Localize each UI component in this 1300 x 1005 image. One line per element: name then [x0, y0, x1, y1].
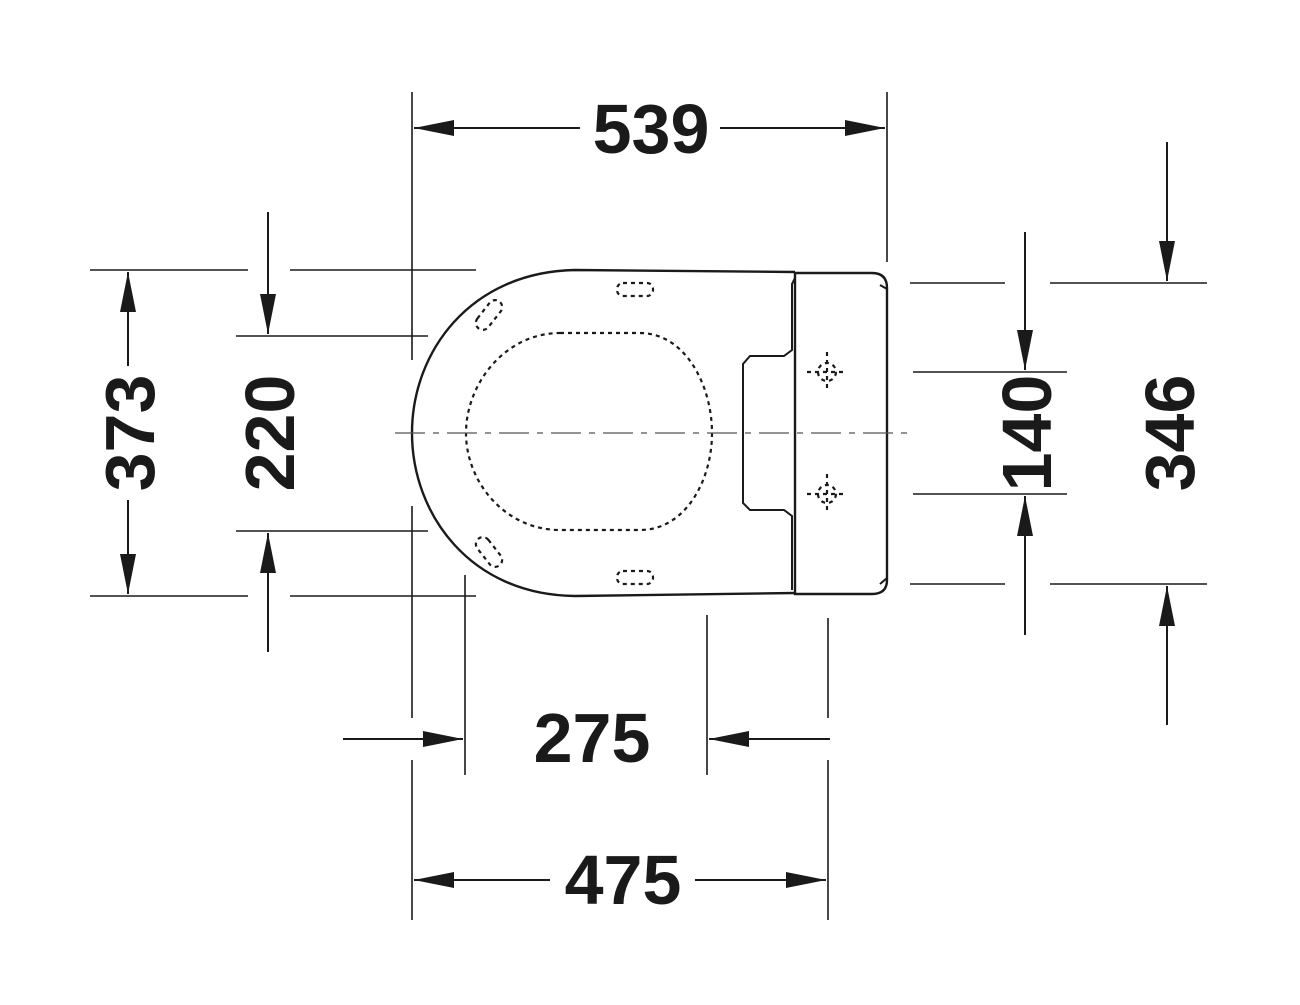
dimension-fixing-distance: 275 [343, 699, 830, 777]
buffer-pad-top [615, 281, 655, 298]
hinge-step-line [742, 277, 796, 590]
dimension-seat-length: 475 [414, 841, 826, 919]
buffer-pad-top-left [474, 299, 504, 331]
fixing-point-bottom [807, 474, 847, 514]
dimension-label-373: 373 [91, 375, 169, 492]
buffer-pad-bottom [615, 569, 655, 586]
buffer-pad-bottom-left [474, 536, 504, 568]
dimension-label-220: 220 [231, 375, 309, 492]
dimension-overall-width: 373 [91, 272, 169, 594]
fixing-point-top [807, 352, 847, 392]
extension-lines [90, 92, 1207, 920]
dimension-label-275: 275 [534, 699, 651, 777]
dimension-label-346: 346 [1131, 375, 1209, 492]
dimension-label-475: 475 [565, 841, 682, 919]
dimension-hinge-spacing: 140 [988, 232, 1066, 635]
dimension-inner-width: 220 [231, 212, 309, 652]
dimension-overall-length: 539 [414, 90, 885, 168]
dimension-label-539: 539 [593, 90, 710, 168]
dimension-lid-width: 346 [1131, 142, 1209, 725]
toilet-seat [395, 268, 915, 598]
dimension-label-140: 140 [988, 375, 1066, 492]
